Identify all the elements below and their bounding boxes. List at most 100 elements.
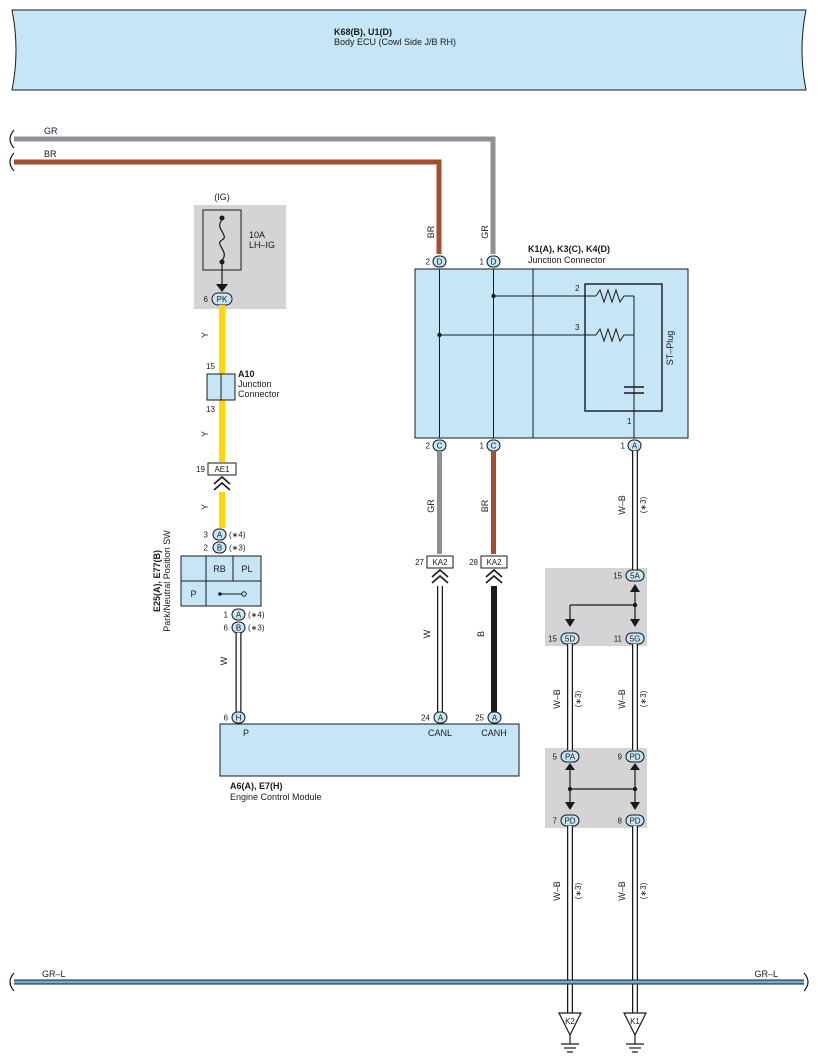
break-mark-gr — [9, 129, 15, 149]
pnp-note-3-top: (∗3) — [229, 544, 246, 553]
st-plug-box — [584, 283, 663, 412]
connector-pd-9-pin: 9 — [618, 753, 623, 762]
pnp-switch-name: Park/Neutral Position SW — [162, 530, 172, 632]
pnp-switch-code: E25(A), E77(B) — [152, 550, 162, 612]
ground-k1-icon — [623, 1012, 647, 1053]
note-3-wb-4: (∗3) — [574, 882, 583, 899]
wire-label-y-3: Y — [200, 504, 210, 510]
connector-pa-pin: 5 — [553, 753, 558, 762]
jc-name: Junction Connector — [528, 255, 606, 265]
wire-label-w-canl: W — [422, 629, 432, 638]
a10-pin-bottom: 13 — [206, 405, 215, 414]
connector-pd-9 — [625, 750, 645, 763]
ecm-term-h: H — [236, 714, 242, 723]
wire-label-wb-2: W–B — [552, 689, 562, 709]
wire-label-b-canh: B — [476, 631, 486, 637]
jc-pin-d2-number: 2 — [426, 258, 431, 267]
pnp-pin-a-bottom: 1 — [224, 611, 229, 620]
wire-label-w-pnp: W — [219, 656, 229, 665]
wire-label-wb-5: W–B — [617, 881, 627, 901]
pnp-cell-rb: RB — [213, 564, 226, 574]
ka2-br-chevron — [485, 568, 503, 584]
ecm-label-canh: CANH — [481, 728, 507, 738]
resistor-1-icon — [595, 288, 626, 304]
jc-cap-pin: 1 — [627, 417, 632, 426]
jc-term-c-2: C — [437, 442, 443, 451]
pnp-term-b-top: B — [217, 544, 222, 553]
wire-label-y-1: Y — [200, 332, 210, 338]
ecm-label-p: P — [243, 728, 249, 738]
ecm-term-a-canl: A — [438, 714, 444, 723]
connector-ae1 — [207, 462, 237, 476]
ecm-pin-canl — [433, 711, 448, 724]
ka2-br-terminal: KA2 — [486, 558, 502, 567]
pnp-pin-a-top: 3 — [204, 531, 209, 540]
wire-label-br-vertical: BR — [426, 225, 436, 238]
wire-label-br-top: BR — [44, 149, 57, 159]
a10-pin-top: 15 — [206, 362, 215, 371]
wire-label-y-2: Y — [200, 431, 210, 437]
connector-pd-8-pin: 8 — [618, 817, 623, 826]
wire-label-wb-4: W–B — [552, 881, 562, 901]
note-3-wb-5: (∗3) — [639, 882, 648, 899]
jc-resistor-pin-1: 2 — [575, 284, 580, 293]
connector-5a — [625, 569, 645, 582]
break-mark-grl-left — [9, 972, 15, 992]
note-3-wb-2: (∗3) — [574, 690, 583, 707]
body-ecu-code: K68(B), U1(D) — [334, 27, 392, 37]
wire-label-gr-mid: GR — [426, 499, 436, 513]
a10-code: A10 — [238, 369, 255, 379]
jc-box — [414, 268, 689, 439]
pnp-pin-b-bottom: 6 — [224, 624, 229, 633]
jc-term-d-1: D — [491, 258, 497, 267]
fuse-supply-label: (IG) — [214, 192, 230, 202]
ecm-pin-canh-number: 25 — [475, 714, 484, 723]
ground-k2-label: K2 — [565, 1017, 575, 1026]
fuse-pin: 6 — [204, 295, 209, 304]
break-mark-br — [9, 152, 15, 172]
resistor-2-icon — [595, 327, 626, 343]
pnp-cell-pl: PL — [241, 564, 252, 574]
jc-pin-d2 — [432, 255, 447, 268]
pnp-pin-b-top: 2 — [204, 544, 209, 553]
break-mark-grl-right — [803, 972, 809, 992]
connector-5d-pin: 15 — [548, 635, 557, 644]
jc-internal-wiring — [437, 269, 635, 438]
fuse-terminal: PK — [217, 295, 228, 304]
jc-term-c-1: C — [491, 442, 497, 451]
pnp-term-b-bottom: B — [236, 624, 241, 633]
pnp-term-a-top: A — [217, 531, 223, 540]
pnp-cell-p: P — [190, 589, 196, 599]
pnp-term-a-bottom: A — [236, 611, 242, 620]
body-ecu-name: Body ECU (Cowl Side J/B RH) — [334, 37, 456, 47]
pnp-note-3-bottom: (∗3) — [248, 624, 265, 633]
jc-pin-c2-number: 2 — [426, 442, 431, 451]
ecm-label-canl: CANL — [428, 728, 452, 738]
jc-term-d-2: D — [437, 258, 443, 267]
connector-ka2-gr — [426, 555, 454, 569]
ground-k2-icon — [558, 1012, 582, 1053]
ae1-pin: 19 — [196, 465, 205, 474]
wire-gr-top — [14, 136, 496, 254]
ae1-terminal: AE1 — [214, 465, 230, 474]
pnp-note-4-top: (∗4) — [229, 531, 246, 540]
connector-pd-7-label: PD — [564, 817, 575, 826]
ecm-code: A6(A), E7(H) — [230, 781, 283, 791]
pnp-switch-contact-icon — [218, 591, 247, 597]
connector-ka2-br — [480, 555, 508, 569]
jc-pin-d1-number: 1 — [480, 258, 485, 267]
connector-5g-label: 5G — [630, 635, 641, 644]
wire-label-gr-top: GR — [44, 126, 58, 136]
connector-5a-label: 5A — [630, 572, 640, 581]
ecm-box — [219, 723, 520, 777]
capacitor-icon — [624, 386, 644, 394]
jc-term-a: A — [632, 442, 638, 451]
fuse-name: LH–IG — [249, 240, 275, 250]
connector-pd-7-pin: 7 — [553, 817, 558, 826]
body-ecu-block — [11, 9, 807, 91]
fuse-rating: 10A — [249, 230, 265, 240]
jc-code: K1(A), K3(C), K4(D) — [528, 244, 610, 254]
ecm-name: Engine Control Module — [230, 792, 322, 802]
ground-k1-label: K1 — [630, 1017, 640, 1026]
